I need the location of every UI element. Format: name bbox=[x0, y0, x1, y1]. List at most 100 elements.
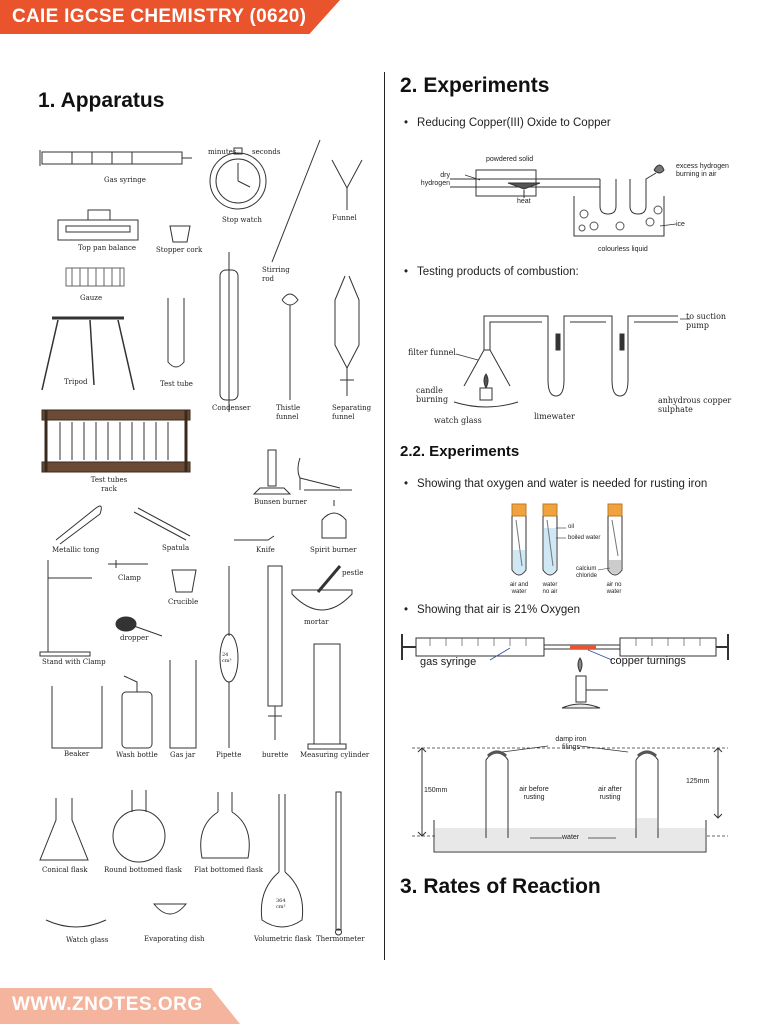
thistle-funnel-drawing bbox=[282, 294, 298, 400]
stop-watch-drawing bbox=[210, 148, 266, 209]
exp3-boiled-water: boiled water bbox=[568, 535, 601, 541]
label-pipette-volume: 24 cm³ bbox=[222, 652, 232, 664]
label-evaporating-dish: Evaporating dish bbox=[144, 935, 205, 943]
label-stop-watch: Stop watch bbox=[222, 216, 262, 224]
exp5-air-before-rusting: air before rusting bbox=[519, 786, 549, 801]
tripod-drawing bbox=[42, 318, 134, 390]
exp5-damp-iron-filings: damp iron filings bbox=[555, 736, 587, 751]
label-stirring-rod: Stirring rod bbox=[262, 266, 290, 283]
dropper-drawing bbox=[116, 617, 162, 636]
gas-jar-drawing bbox=[170, 660, 196, 748]
label-separating-funnel: Separating funnel bbox=[332, 404, 372, 421]
label-condenser: Condenser bbox=[212, 404, 251, 412]
beaker-drawing bbox=[52, 686, 102, 748]
label-flask-volume: 364 cm³ bbox=[276, 898, 286, 910]
label-wash-bottle: Wash bottle bbox=[116, 751, 158, 759]
exp3-air-no-water: air no water bbox=[606, 582, 622, 595]
thermometer-drawing bbox=[336, 792, 342, 935]
label-spirit-burner: Spirit burner bbox=[310, 546, 357, 554]
label-measuring-cylinder: Measuring cylinder bbox=[300, 751, 370, 759]
exp4-gas-syringe: gas syringe bbox=[420, 656, 477, 668]
clamp-drawing bbox=[108, 560, 148, 568]
crucible-drawing bbox=[172, 570, 196, 592]
gauze-drawing bbox=[66, 268, 124, 286]
exp2-candle-burning: candle burning bbox=[416, 386, 449, 404]
label-beaker: Beaker bbox=[64, 750, 90, 758]
exp1-heat: heat bbox=[517, 198, 531, 205]
label-test-tubes-rack: Test tubes rack bbox=[90, 476, 128, 493]
label-bunsen-burner: Bunsen burner bbox=[254, 498, 307, 506]
label-burette: burette bbox=[262, 751, 289, 759]
exp1-powdered-solid: powdered solid bbox=[486, 156, 534, 163]
label-spatula: Spatula bbox=[162, 544, 190, 552]
pipette-drawing bbox=[220, 566, 238, 748]
label-thermometer: Thermometer bbox=[316, 935, 365, 943]
wash-bottle-drawing bbox=[122, 676, 152, 748]
exp3-water-no-air: water no air bbox=[542, 582, 558, 595]
label-top-pan-balance: Top pan balance bbox=[78, 244, 137, 252]
label-mortar: mortar bbox=[304, 618, 329, 626]
exp5-150mm: 150mm bbox=[424, 787, 448, 794]
exp1-dry-hydrogen: dry hydrogen bbox=[420, 172, 450, 187]
exp2-anhydrous-copper-sulphate: anhydrous copper sulphate bbox=[658, 396, 732, 414]
exp1-ice: ice bbox=[676, 221, 685, 228]
exp3-calcium-chloride: calcium chloride bbox=[576, 566, 598, 579]
stand-with-clamp-drawing bbox=[40, 560, 92, 656]
experiments-subheading: 2.2. Experiments bbox=[400, 443, 520, 460]
header-banner bbox=[0, 0, 340, 34]
stirring-rod-drawing bbox=[272, 140, 320, 262]
label-dropper: dropper bbox=[120, 634, 149, 642]
separating-funnel-drawing bbox=[335, 276, 359, 396]
label-metallic-tong: Metallic tong bbox=[52, 546, 100, 554]
condenser-drawing bbox=[220, 252, 238, 412]
exp1-colourless-liquid: colourless liquid bbox=[598, 246, 648, 253]
gas-syringe-drawing bbox=[40, 150, 192, 166]
exp3-oil: oil bbox=[568, 524, 575, 530]
exp2-bullet: Testing products of combustion: bbox=[404, 266, 579, 278]
label-pipette: Pipette bbox=[216, 751, 242, 759]
exp2-limewater: limewater bbox=[534, 412, 575, 421]
metallic-tong-drawing bbox=[56, 506, 101, 544]
label-volumetric-flask: Volumetric flask bbox=[254, 935, 312, 943]
column-divider bbox=[384, 72, 385, 960]
exp5-air-after-rusting: air after rusting bbox=[598, 786, 622, 801]
exp3-air-and-water: air and water bbox=[509, 582, 529, 595]
label-tripod: Tripod bbox=[64, 378, 88, 386]
volumetric-flask-drawing bbox=[261, 794, 302, 927]
label-gauze: Gauze bbox=[80, 294, 103, 302]
label-minutes: minutes bbox=[208, 148, 237, 156]
exp2-to-suction-pump: to suction pump bbox=[686, 312, 727, 330]
apparatus-heading: 1. Apparatus bbox=[38, 89, 165, 112]
top-pan-balance-drawing bbox=[58, 210, 138, 240]
exp5-125mm: 125mm bbox=[686, 778, 710, 785]
measuring-cylinder-drawing bbox=[308, 644, 346, 749]
footer-site-link[interactable]: WWW.ZNOTES.ORG bbox=[12, 994, 203, 1015]
label-conical-flask: Conical flask bbox=[42, 866, 88, 874]
header-title: CAIE IGCSE CHEMISTRY (0620) bbox=[12, 6, 307, 27]
label-gas-syringe: Gas syringe bbox=[104, 176, 146, 184]
exp2-filter-funnel: filter funnel bbox=[408, 348, 456, 357]
label-gas-jar: Gas jar bbox=[170, 751, 196, 759]
exp4-copper-turnings: copper turnings bbox=[610, 655, 686, 667]
exp3-bullet: Showing that oxygen and water is needed … bbox=[404, 478, 707, 490]
conical-flask-drawing bbox=[40, 798, 88, 860]
label-knife: Knife bbox=[256, 546, 275, 554]
exp1-excess-hydrogen: excess hydrogen burning in air bbox=[676, 163, 729, 178]
mortar-pestle-drawing bbox=[292, 566, 352, 610]
label-flat-bottomed-flask: Flat bottomed flask bbox=[194, 866, 264, 874]
label-pestle: pestle bbox=[342, 569, 364, 577]
experiments-heading: 2. Experiments bbox=[400, 74, 550, 97]
test-tubes-rack-drawing bbox=[42, 410, 190, 472]
label-test-tube: Test tube bbox=[160, 380, 193, 388]
bunsen-burner-drawing bbox=[254, 450, 352, 494]
spirit-burner-drawing bbox=[322, 500, 346, 538]
spatula-drawing bbox=[134, 508, 190, 540]
label-stopper-cork: Stopper cork bbox=[156, 246, 203, 254]
burette-drawing bbox=[268, 566, 282, 740]
knife-drawing bbox=[234, 536, 274, 540]
